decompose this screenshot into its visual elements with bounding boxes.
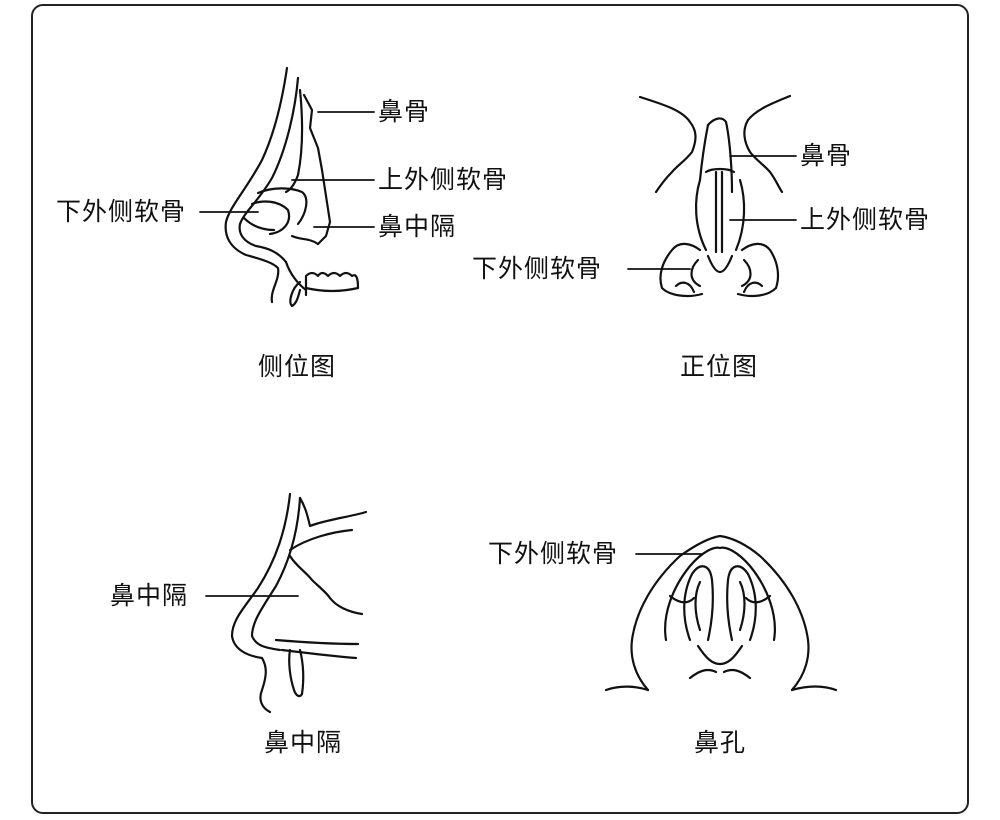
nostril-view-illustration (604, 534, 838, 692)
label-side-septum: 鼻中隔 (378, 212, 457, 241)
caption-side-view: 侧位图 (258, 352, 337, 381)
front-view-illustration (638, 94, 792, 298)
caption-septum-view: 鼻中隔 (264, 728, 343, 757)
label-side-upper-lateral-cartilage: 上外侧软骨 (378, 165, 509, 194)
diagram-frame (31, 4, 969, 814)
caption-front-view: 正位图 (680, 352, 759, 381)
label-side-lower-lateral-cartilage: 下外侧软骨 (56, 197, 187, 226)
side-view-illustration (224, 66, 360, 308)
label-front-lower-lateral-cartilage: 下外侧软骨 (472, 254, 603, 283)
label-nostril-lower-lateral-cartilage: 下外侧软骨 (488, 539, 619, 568)
label-front-upper-lateral-cartilage: 上外侧软骨 (800, 205, 931, 234)
label-front-nasal-bone: 鼻骨 (800, 141, 853, 170)
label-side-nasal-bone: 鼻骨 (378, 97, 431, 126)
septum-view-illustration (230, 492, 368, 714)
caption-nostril-view: 鼻孔 (694, 728, 747, 757)
label-septum-view-septum: 鼻中隔 (110, 581, 189, 610)
